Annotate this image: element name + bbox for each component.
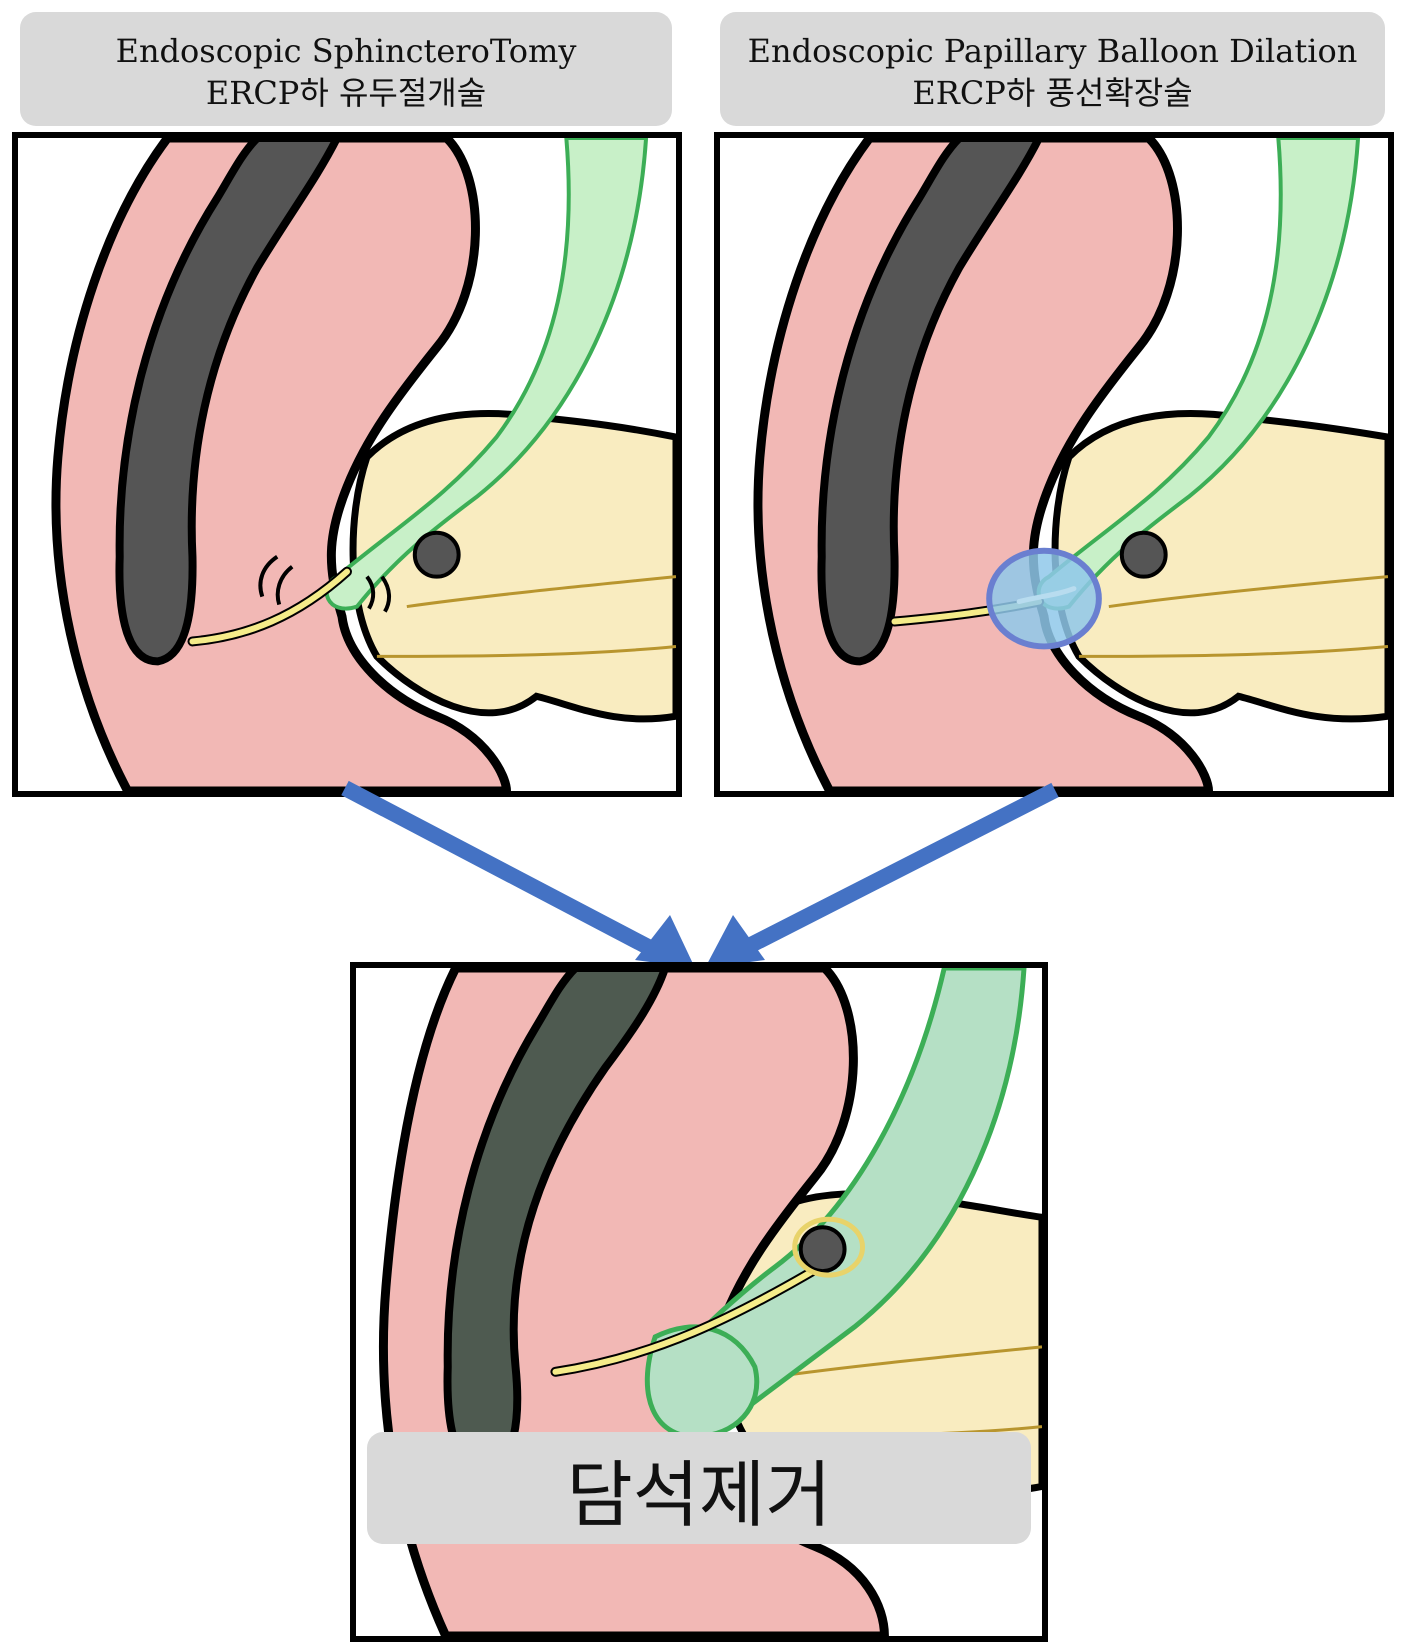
right-arrow-shaft — [741, 782, 1059, 956]
bile-duct — [324, 138, 649, 611]
sphincterotomy-illustration — [12, 132, 682, 797]
est-label-box: Endoscopic SphincteroTomy ERCP하 유두절개술 — [20, 12, 672, 126]
balloon-dilation-illustration — [714, 132, 1394, 797]
epbd-title-ko: ERCP하 풍선확장술 — [912, 74, 1193, 112]
endoscope — [817, 138, 1044, 666]
balloon-dilation-drawing — [720, 138, 1388, 791]
gallstone — [1119, 530, 1168, 579]
left-arrow-head — [635, 915, 695, 968]
retrieval-basket — [792, 1216, 866, 1278]
est-title-ko: ERCP하 유두절개술 — [205, 74, 487, 112]
sphincterotomy-drawing — [18, 138, 676, 791]
endoscope — [115, 138, 342, 666]
stone-removal-label: 담석제거 — [367, 1432, 1031, 1544]
right-arrow-head — [705, 915, 765, 968]
gallstone — [798, 1225, 847, 1274]
epbd-label-box: Endoscopic Papillary Balloon Dilation ER… — [720, 12, 1385, 126]
left-arrow-shaft — [341, 780, 654, 956]
gallstone — [412, 530, 461, 579]
est-title-en: Endoscopic SphincteroTomy — [115, 32, 577, 70]
epbd-title-en: Endoscopic Papillary Balloon Dilation — [747, 32, 1358, 70]
